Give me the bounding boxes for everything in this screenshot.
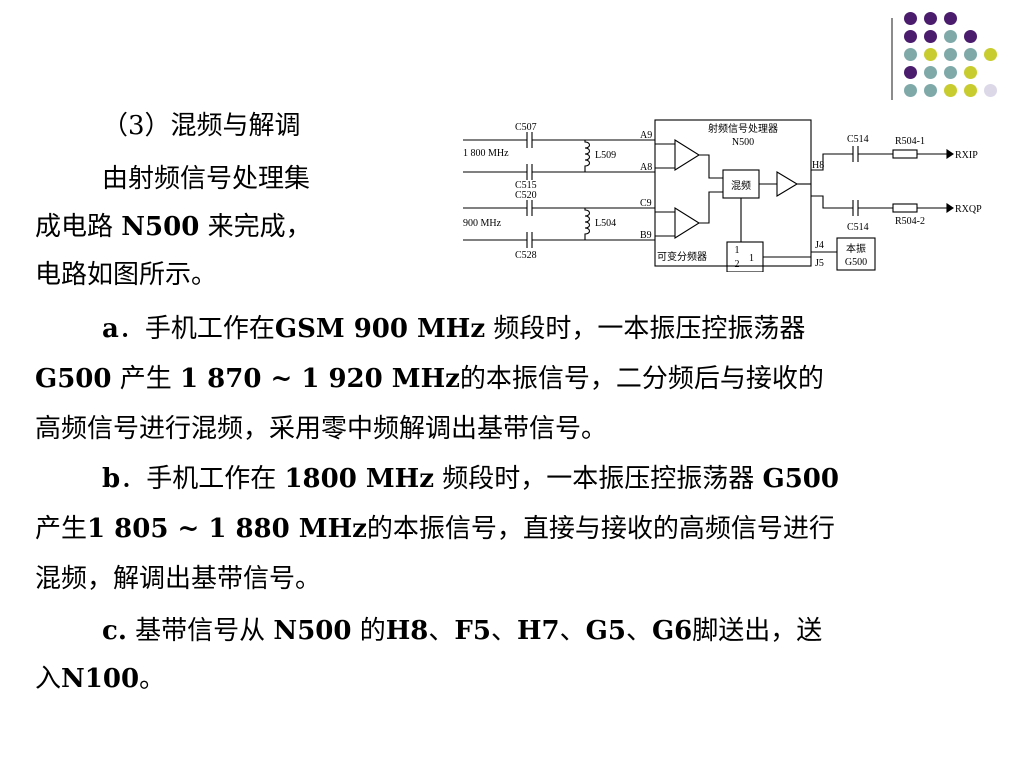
decor-dot: [904, 30, 917, 43]
rxip-label: RXIP: [955, 150, 978, 161]
pin-b9-label: B9: [640, 230, 652, 241]
divider-label: 可变分频器: [657, 250, 707, 263]
c514-bottom-label: C514: [847, 222, 869, 233]
decor-dot: [904, 48, 917, 61]
l504-label: L504: [595, 218, 616, 229]
para-c-line-1: c. 基带信号从 N500 的H8、F5、H7、G5、G6脚送出，送: [102, 616, 823, 646]
c520-label: C520: [515, 190, 537, 201]
divider-denominator: 2: [735, 259, 740, 270]
decor-dot: [964, 84, 977, 97]
divider-output-value: 1: [749, 253, 754, 264]
decor-dot: [944, 12, 957, 25]
r504-1-label: R504-1: [895, 136, 925, 147]
decor-vertical-line: [891, 18, 893, 100]
decor-dot: [904, 12, 917, 25]
decor-dot: [944, 66, 957, 79]
decor-dot: [964, 48, 977, 61]
decor-dot: [924, 30, 937, 43]
decor-dot: [984, 84, 997, 97]
inductor-l504: [584, 208, 591, 240]
resistor-r504-1: [892, 149, 918, 159]
intro-line-1: 由射频信号处理集: [102, 164, 311, 194]
lna-1800-triangle: [674, 139, 701, 171]
para-a-line-3: 高频信号进行混频，采用零中频解调出基带信号。: [35, 414, 608, 444]
decor-dot: [964, 30, 977, 43]
decor-dot: [924, 66, 937, 79]
pin-a9-label: A9: [640, 130, 652, 141]
rxqp-label: RXQP: [955, 204, 982, 215]
mixer-label: 混频: [731, 179, 751, 192]
decor-dot: [924, 48, 937, 61]
rf-processor-circuit-diagram: 射频信号处理器 N500 1 800 MHz 900 MHz C507 C515…: [463, 119, 982, 272]
pin-h8-label: H8: [812, 160, 824, 171]
chip-name-label: N500: [732, 137, 754, 148]
para-b-line-1: b．手机工作在 1800 MHz 频段时，一本振压控振荡器 G500: [102, 464, 839, 494]
pin-j4-label: J4: [815, 240, 824, 251]
intro-line-3: 电路如图所示。: [35, 260, 218, 290]
para-b-line-2: 产生1 805 ~ 1 880 MHz的本振信号，直接与接收的高频信号进行: [35, 514, 835, 544]
c515-label: C515: [515, 180, 537, 191]
local-oscillator-label-2: G500: [845, 257, 867, 268]
local-oscillator-box: [836, 237, 876, 271]
pin-c9-label: C9: [640, 198, 652, 209]
divider-box: [726, 241, 764, 272]
freq-1800-label: 1 800 MHz: [463, 148, 509, 159]
decor-dot: [944, 30, 957, 43]
r504-2-label: R504-2: [895, 216, 925, 227]
intro-line-2: 成电路 N500 来完成，: [35, 212, 312, 242]
pin-j5-label: J5: [815, 258, 824, 269]
decor-dot: [904, 66, 917, 79]
section-heading: （3）混频与解调: [102, 111, 301, 141]
freq-900-label: 900 MHz: [463, 218, 502, 229]
para-a-line-1: a．手机工作在GSM 900 MHz 频段时，一本振压控振荡器: [102, 314, 806, 344]
c514-top-label: C514: [847, 134, 869, 145]
decor-dot: [904, 84, 917, 97]
baseband-amp-triangle: [776, 171, 799, 197]
c528-label: C528: [515, 250, 537, 261]
decor-dot: [964, 66, 977, 79]
decor-dot: [924, 12, 937, 25]
para-a-line-2: G500 产生 1 870 ~ 1 920 MHz的本振信号，二分频后与接收的: [35, 364, 824, 394]
chip-title-label: 射频信号处理器: [708, 122, 778, 135]
lna-900-triangle: [674, 207, 701, 239]
para-c-line-2: 入N100。: [35, 664, 166, 694]
decor-dot: [944, 84, 957, 97]
c507-label: C507: [515, 122, 537, 133]
resistor-r504-2: [892, 203, 918, 213]
para-b-line-3: 混频，解调出基带信号。: [35, 564, 322, 594]
pin-a8-label: A8: [640, 162, 652, 173]
l509-label: L509: [595, 150, 616, 161]
inductor-l509: [584, 140, 591, 172]
decor-dot: [984, 48, 997, 61]
divider-numerator: 1: [735, 245, 740, 256]
n500-chip-outline: [654, 119, 812, 267]
decor-dot: [944, 48, 957, 61]
local-oscillator-label-1: 本振: [846, 242, 866, 255]
decor-dot: [924, 84, 937, 97]
